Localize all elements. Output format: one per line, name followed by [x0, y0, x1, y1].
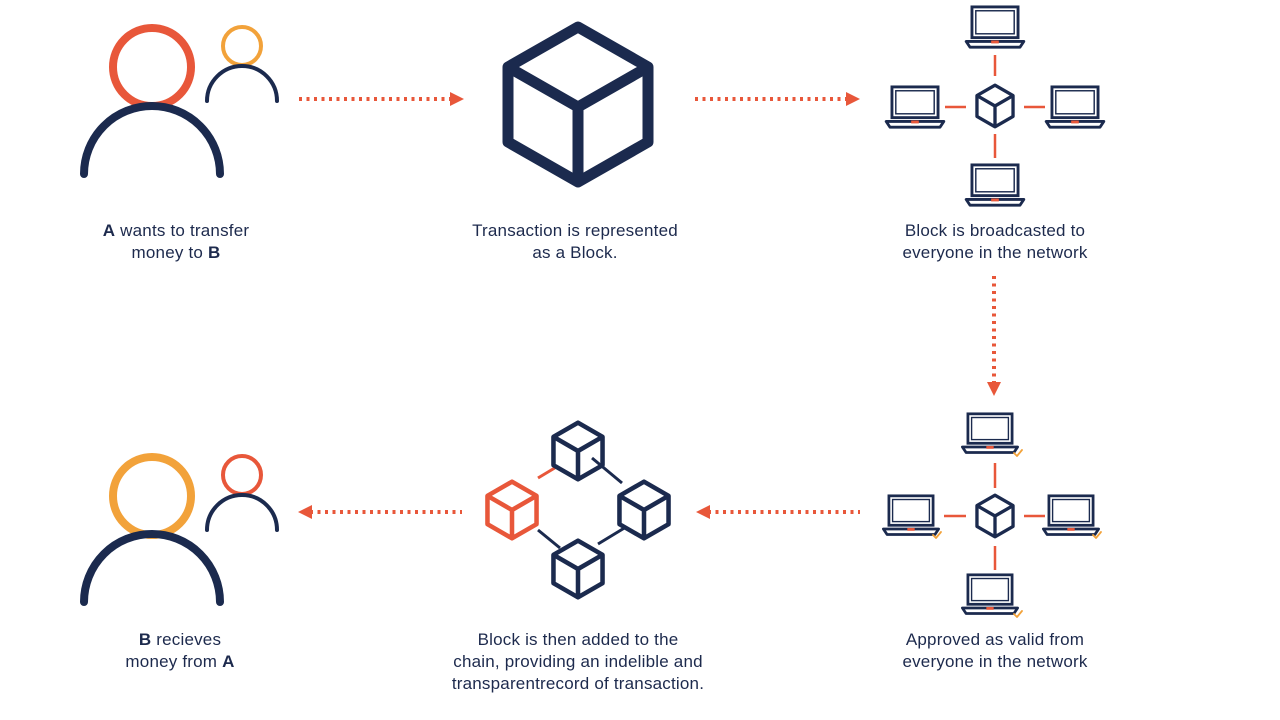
laptop-icon: [964, 5, 1026, 49]
arrow-left-icon: [696, 505, 860, 519]
caption-text: recieves: [151, 630, 222, 649]
caption-line: chain, providing an indelible and: [453, 652, 703, 671]
caption-text: money to: [131, 243, 208, 262]
arrow-down-icon: [987, 276, 1001, 396]
laptop-icon: [882, 494, 940, 536]
party-b-label: B: [138, 630, 152, 649]
step-4-caption: Approved as valid from everyone in the n…: [845, 629, 1145, 673]
laptop-icon: [961, 573, 1019, 615]
step-1-caption: A wants to transfer money to B: [26, 220, 326, 264]
caption-text: wants to transfer: [115, 221, 250, 240]
caption-line: Block is then added to the: [477, 630, 679, 649]
party-b-label: B: [207, 243, 221, 262]
step-5-caption: Block is then added to the chain, provid…: [418, 629, 738, 695]
step-3-caption: Block is broadcasted to everyone in the …: [845, 220, 1145, 264]
caption-line: Transaction is represented: [472, 221, 678, 240]
person-a-head-icon: [109, 24, 195, 110]
arrow-left-icon: [298, 505, 462, 519]
cube-icon: [975, 83, 1015, 129]
step-2-caption: Transaction is represented as a Block.: [425, 220, 725, 264]
party-a-label: A: [102, 221, 116, 240]
arrow-right-icon: [299, 92, 464, 106]
cube-icon: [975, 493, 1015, 539]
cube-icon: [553, 541, 602, 598]
people-icon-b-receives: [80, 453, 279, 606]
person-a-body-icon: [80, 102, 224, 178]
caption-line: Approved as valid from: [905, 630, 1085, 649]
network-broadcast-icon: [884, 5, 1106, 207]
person-a-head-icon: [221, 454, 263, 496]
laptop-icon: [1042, 494, 1100, 536]
person-a-body-icon: [205, 493, 279, 532]
person-b-head-icon: [221, 25, 263, 67]
laptop-icon: [961, 412, 1019, 454]
caption-line: everyone in the network: [902, 652, 1088, 671]
block-cube-icon: [502, 21, 654, 188]
person-b-head-icon: [109, 453, 195, 539]
laptop-icon: [884, 85, 946, 129]
laptop-icon: [1044, 85, 1106, 129]
step-6-caption: B recieves money from A: [30, 629, 330, 673]
cube-orange-icon: [487, 482, 536, 539]
cube-icon: [619, 482, 668, 539]
caption-line: transparentrecord of transaction.: [451, 674, 705, 693]
arrow-right-icon: [695, 92, 860, 106]
caption-line: Block is broadcasted to: [904, 221, 1086, 240]
caption-line: as a Block.: [532, 243, 618, 262]
person-b-body-icon: [205, 64, 279, 103]
person-b-body-icon: [80, 530, 224, 606]
network-approved-icon: [882, 412, 1102, 618]
cube-icon: [553, 423, 602, 480]
laptop-icon: [964, 163, 1026, 207]
caption-line: everyone in the network: [902, 243, 1088, 262]
blockchain-icon: [487, 423, 668, 598]
people-icon-a-to-b: [80, 24, 279, 178]
caption-text: money from: [125, 652, 223, 671]
party-a-label: A: [222, 652, 235, 671]
